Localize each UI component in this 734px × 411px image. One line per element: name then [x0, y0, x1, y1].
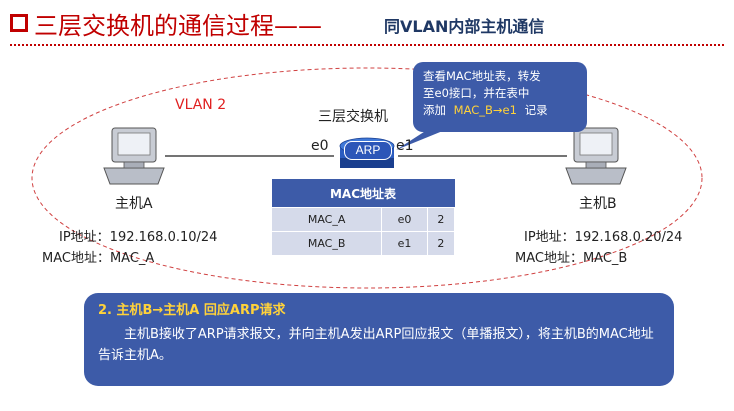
- vlan-boundary: [31, 67, 703, 289]
- callout-line-3: 添加 MAC_B→e1 记录: [423, 102, 577, 119]
- port-e1-label: e1: [396, 138, 414, 154]
- title-bullet-icon: [10, 14, 28, 32]
- host-a-computer-icon: [103, 127, 165, 185]
- page-title: 三层交换机的通信过程——: [34, 12, 322, 40]
- step-info-box: 2. 主机B→主机A 回应ARP请求 主机B接收了ARP请求报文，并向主机A发出…: [84, 293, 674, 386]
- callout-highlight: MAC_B→e1: [453, 103, 517, 117]
- table-cell: e1: [381, 231, 428, 256]
- callout-line-2: 至e0接口，并在表中: [423, 86, 530, 100]
- step-description: 主机B接收了ARP请求报文，并向主机A发出ARP回应报文（单播报文），将主机B的…: [98, 327, 654, 363]
- host-a-ip: IP地址：192.168.0.10/24: [59, 230, 218, 245]
- port-e0-label: e0: [311, 138, 329, 154]
- callout-box: 查看MAC地址表，转发 至e0接口，并在表中 添加 MAC_B→e1 记录: [413, 62, 587, 132]
- callout-line-3-suffix: 记录: [524, 103, 548, 117]
- host-a-name: 主机A: [115, 196, 153, 212]
- host-a-mac: MAC地址：MAC_A: [42, 251, 155, 266]
- table-cell: 2: [426, 207, 456, 232]
- callout-line-1: 查看MAC地址表，转发: [423, 69, 541, 83]
- table-cell: e0: [381, 207, 428, 232]
- page-subtitle: 同VLAN内部主机通信: [384, 17, 545, 36]
- host-b-ip: IP地址：192.168.0.20/24: [524, 230, 683, 245]
- table-cell: MAC_B: [270, 231, 383, 256]
- title-bar: 三层交换机的通信过程—— 同VLAN内部主机通信: [0, 0, 734, 46]
- table-row: MAC_A e0 2: [270, 207, 456, 232]
- table-cell: MAC_A: [270, 207, 383, 232]
- vlan-label: VLAN 2: [175, 97, 227, 113]
- arp-badge: ARP: [344, 141, 392, 160]
- arp-badge-label: ARP: [355, 143, 381, 157]
- table-cell: 2: [426, 231, 456, 256]
- switch-name: 三层交换机: [318, 109, 388, 125]
- host-b-mac: MAC地址：MAC_B: [515, 251, 628, 266]
- callout-line-3-prefix: 添加: [423, 103, 446, 117]
- step-title: 2. 主机B→主机A 回应ARP请求: [98, 303, 286, 318]
- host-b-computer-icon: [565, 127, 627, 185]
- callout-pointer: [396, 128, 450, 150]
- title-divider: [10, 44, 724, 46]
- table-row: MAC_B e1 2: [270, 231, 456, 256]
- mac-address-table: MAC地址表 MAC_A e0 2 MAC_B e1 2: [270, 179, 456, 256]
- mac-table-header: MAC地址表: [271, 179, 455, 208]
- host-b-name: 主机B: [579, 196, 617, 212]
